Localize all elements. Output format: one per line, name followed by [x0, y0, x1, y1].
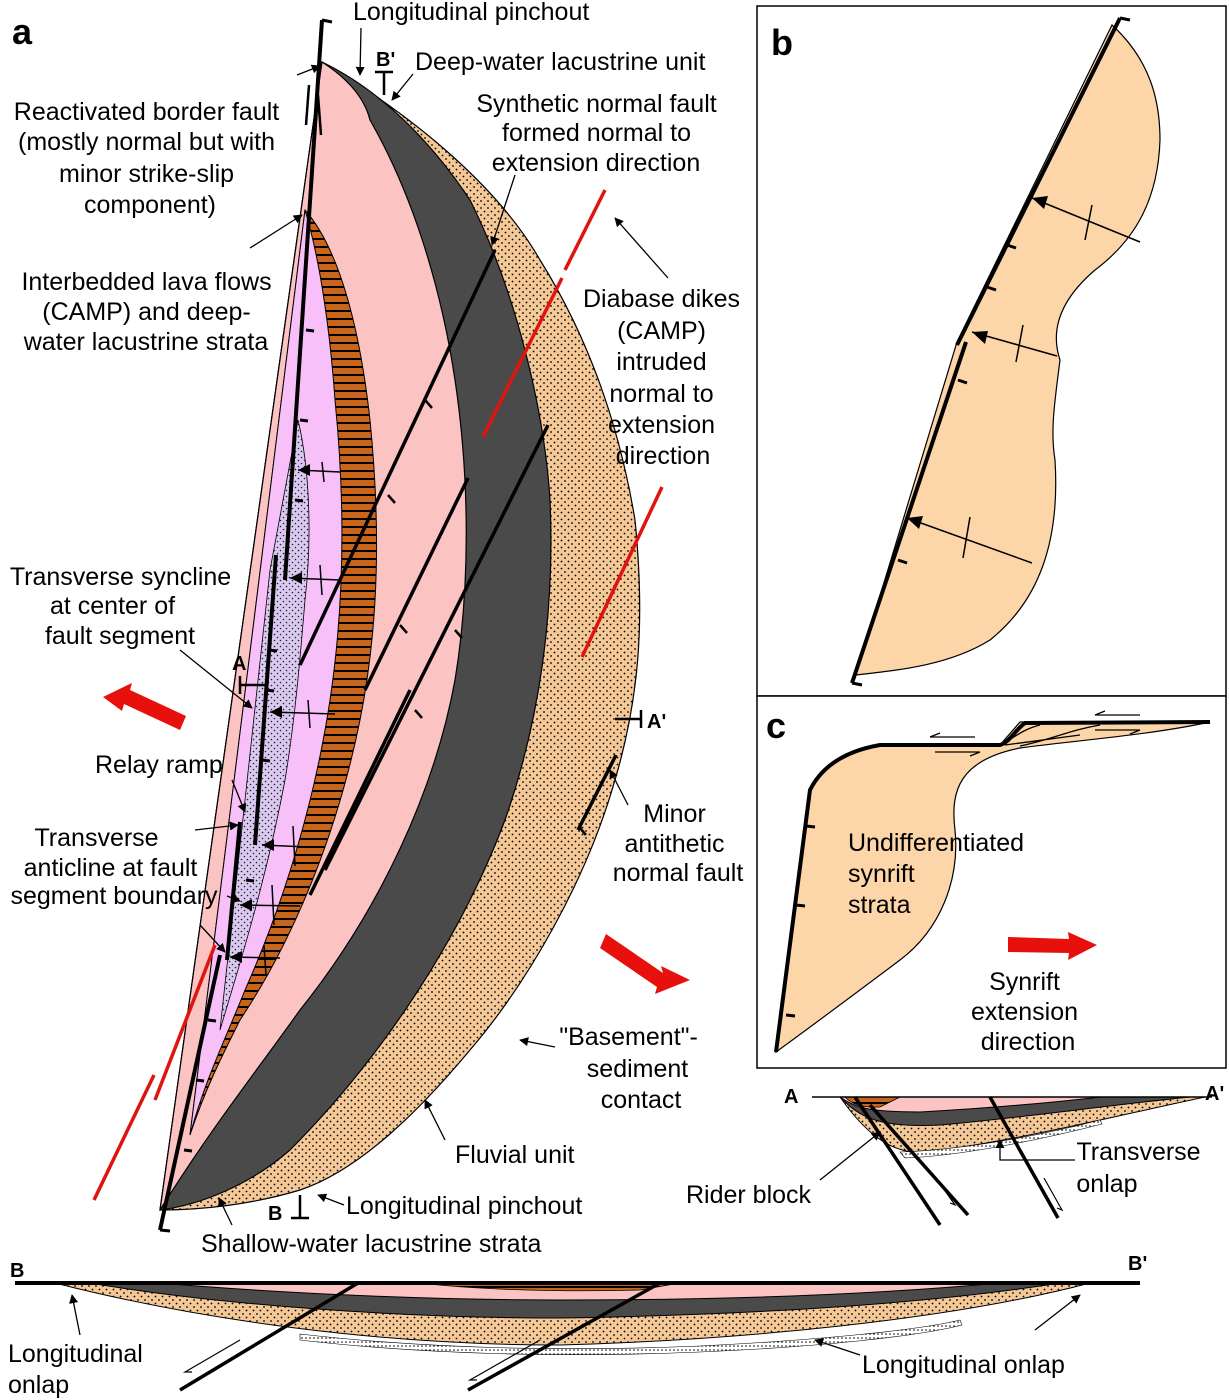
section-b-label: B: [10, 1260, 24, 1282]
section-b-faults: [179, 1281, 661, 1392]
section-b-b-prime: B B' Longitudinal onlap Longitudinal onl…: [8, 1253, 1147, 1399]
section-a-slip-arrows: [935, 1177, 1064, 1212]
panel-b-label: b: [771, 22, 793, 63]
fluvial-label: Fluvial unit: [455, 1141, 575, 1169]
panel-a-label: a: [12, 11, 33, 52]
section-a-pink: [838, 1096, 1101, 1113]
basement-onlap-leader: [814, 1338, 861, 1356]
section-a-label: A: [784, 1086, 798, 1108]
leader-lines: [179, 27, 669, 1226]
synthetic-faults: [298, 249, 550, 896]
b-prime-marker: B': [376, 49, 395, 71]
dikes-label: Diabase dikes (CAMP) intruded normal to …: [583, 285, 747, 470]
undifferentiated-label: Undifferentiated synrift strata: [848, 829, 1031, 919]
transverse-onlap-leader: [995, 1139, 1075, 1161]
panel-c-label: c: [766, 705, 786, 746]
transverse-onlap-label: Transverse onlap: [1076, 1138, 1207, 1198]
section-a-faults: [853, 1096, 1060, 1226]
panel-b-strata: [855, 24, 1161, 676]
panel-c-slip-arrows: [929, 710, 1141, 757]
section-b-slip-arrows: [182, 1339, 541, 1381]
panel-c: c Undifferentiated synrift strata Synrif…: [756, 695, 1227, 1069]
extension-arrow-left: [103, 683, 186, 730]
panel-b-fault-ticks: [851, 16, 1131, 687]
rider-block-leader: [819, 1131, 881, 1181]
border-fault-label: Reactivated border fault (mostly normal …: [14, 98, 286, 219]
a-prime-marker: A': [647, 711, 666, 733]
section-b-prime-label: B': [1128, 1253, 1147, 1275]
section-a-a-prime: A A' Rider block Transverse onlap: [686, 1083, 1224, 1226]
antithetic-fault: [576, 754, 618, 831]
long-onlap-right-label: Longitudinal onlap: [862, 1351, 1065, 1379]
long-onlap-left-leader: [69, 1294, 81, 1336]
rider-block-label: Rider block: [686, 1181, 812, 1209]
longitudinal-pinchout-bottom-label: Longitudinal pinchout: [346, 1192, 582, 1220]
panel-a-map: a Longitudinal pinchout B' Deep-water la…: [10, 0, 747, 1258]
fold-arrowheads: [230, 464, 310, 963]
syncline-label: Transverse syncline at center of fault s…: [10, 563, 238, 650]
relay-ramp-label: Relay ramp: [95, 751, 223, 779]
section-b-pink: [159, 1282, 1001, 1301]
basement-label: "Basement"- sediment contact: [559, 1023, 705, 1114]
section-a-prime-label: A': [1205, 1083, 1224, 1105]
anticline-label: Transverse anticline at fault segment bo…: [10, 824, 218, 910]
a-marker: A: [232, 653, 246, 675]
panel-b-fault: [850, 17, 1122, 684]
synrift-extension-arrow: [1008, 932, 1097, 960]
section-b-basement-contact: [299, 1319, 963, 1355]
diabase-dikes: [92, 189, 664, 1201]
section-markers: [238, 70, 643, 1220]
antithetic-fault-tick: [579, 827, 587, 836]
antithetic-label: Minor antithetic normal fault: [613, 800, 744, 887]
synrift-direction-label: Synrift extension direction: [971, 968, 1085, 1056]
border-fault: [158, 19, 324, 1231]
strike-slip-arrows: [304, 84, 323, 136]
section-a-basement-contact: [899, 1119, 1103, 1159]
panel-c-fault: [774, 720, 1211, 1053]
synthetic-fault-ticks: [387, 399, 463, 719]
panel-b-arrowheads: [907, 196, 1048, 529]
panel-b: b: [756, 5, 1227, 697]
long-onlap-left-label: Longitudinal onlap: [8, 1340, 150, 1399]
panel-c-fault-ticks: [785, 824, 816, 1018]
b-marker: B: [268, 1203, 282, 1225]
border-fault-ticks: [159, 18, 333, 1233]
synthetic-fault-label: Synthetic normal fault formed normal to …: [476, 90, 723, 177]
long-onlap-right-leader: [1034, 1294, 1081, 1331]
deep-water-label: Deep-water lacustrine unit: [415, 48, 705, 76]
shallow-water-label: Shallow-water lacustrine strata: [201, 1230, 542, 1258]
interbedded-label: Interbedded lava flows (CAMP) and deep- …: [21, 268, 278, 356]
extension-arrow-right: [600, 934, 690, 994]
longitudinal-pinchout-top-label: Longitudinal pinchout: [353, 0, 589, 26]
panel-c-minor-faults: [999, 724, 1101, 747]
